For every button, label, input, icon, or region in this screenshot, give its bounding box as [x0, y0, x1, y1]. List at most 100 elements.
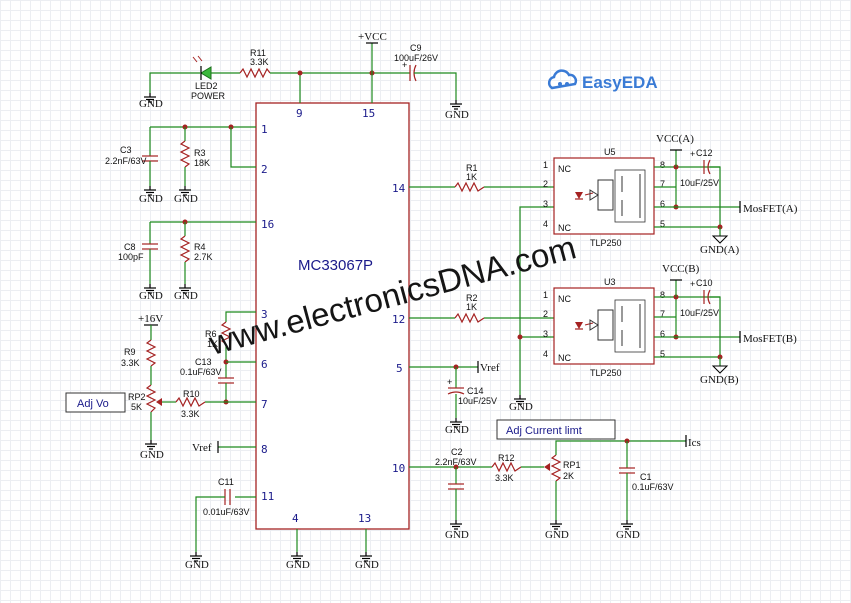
mosfet-a-label: MosFET(A) [743, 203, 798, 215]
schematic-rect [553, 157, 655, 235]
schematic-path [547, 69, 578, 90]
label-components-u5-value: TLP250 [590, 238, 622, 248]
schematic-polyline [149, 72, 200, 93]
schematic-use [549, 519, 563, 530]
label-components-r1-ref: R1 [466, 163, 478, 173]
schematic-polyline [555, 440, 686, 455]
label-opto_pins-numbers-6: 7 [660, 309, 665, 319]
label-components-r4-ref: R4 [194, 242, 206, 252]
label-components-r3-value: 18K [194, 158, 210, 168]
label-power-vref: Vref [480, 362, 500, 374]
schematic-circle [297, 70, 303, 76]
label-components-c11-ref: C11 [218, 477, 234, 487]
label-components-r6-value: 1K [207, 339, 218, 349]
label-components-r10-ref: R10 [183, 389, 200, 399]
schematic-polygon [575, 322, 583, 329]
gnd-label: GND [139, 98, 163, 110]
schematic-polyline [491, 461, 522, 473]
ic-body [255, 102, 410, 530]
pin-1: 1 [261, 123, 268, 136]
gnd-b-label: GND(B) [700, 374, 739, 386]
label-components-u3-ref: U3 [604, 277, 616, 287]
schematic-polygon [711, 235, 729, 244]
label-power-gnd: GND [286, 559, 310, 571]
pin-11: 11 [261, 490, 274, 503]
label-components-led2-ref: LED2 [195, 81, 218, 91]
label-power-gnd: GND [185, 559, 209, 571]
label-components-rp2-ref: RP2 [128, 392, 146, 402]
label-opto_pins-nc: NC [558, 223, 571, 233]
label-components-r6-ref: R6 [205, 329, 217, 339]
label-components-c12-value: 10uF/25V [680, 178, 719, 188]
schematic-line [192, 56, 198, 63]
pin-4: 4 [292, 512, 299, 525]
label-opto_pins-numbers-5: 6 [660, 329, 665, 339]
label-components-c2-ref: C2 [451, 447, 463, 457]
label-components-r2-value: 1K [466, 302, 477, 312]
pin-12: 12 [392, 313, 405, 326]
schematic-polyline [710, 166, 721, 227]
label-components-led2-value: POWER [191, 91, 226, 101]
r11-symbol [239, 67, 271, 79]
schematic-polyline [230, 127, 256, 168]
label-opto_pins-nc: NC [558, 164, 571, 174]
label-opto_pins-nc: NC [558, 294, 571, 304]
easyeda-logo: EasyEDA [547, 69, 658, 92]
label-power-gnd: GND [174, 290, 198, 302]
pin-6: 6 [261, 358, 268, 371]
label-opto_pins-numbers-2: 3 [543, 199, 548, 209]
label-power-gnd: GND [139, 193, 163, 205]
label-power-vref: Vref [192, 442, 212, 454]
ic-name: MC33067P [298, 257, 373, 274]
pin-9: 9 [296, 107, 303, 120]
led2-symbol [200, 66, 212, 80]
label-components-c1-ref: C1 [640, 472, 652, 482]
label-opto_pins-numbers-1: 2 [543, 179, 548, 189]
schematic-path [447, 391, 465, 395]
schematic-text: + [447, 377, 452, 387]
label-power-gnd: GND [140, 449, 164, 461]
label-opto_pins-numbers-7: 8 [660, 160, 665, 170]
label-power-gnd: GND [509, 401, 533, 413]
label-components-r12-value: 3.3K [495, 473, 514, 483]
schematic-polygon [575, 192, 583, 199]
label-opto_pins-numbers-6: 7 [660, 179, 665, 189]
schematic-polyline [145, 384, 157, 413]
gnd-a-label: GND(A) [700, 244, 739, 256]
schematic-rect [614, 299, 646, 353]
label-opto_pins-numbers-3: 4 [543, 349, 548, 359]
schematic-polyline [414, 72, 457, 100]
label-components-c8-value: 100pF [118, 252, 144, 262]
label-components-c3-value: 2.2nF/63V [105, 156, 147, 166]
label-opto_pins-numbers-0: 1 [543, 160, 548, 170]
label-components-rp1-ref: RP1 [563, 460, 581, 470]
schematic-polyline [710, 296, 721, 357]
schematic-text: + [402, 60, 407, 70]
label-power-gnd: GND [445, 529, 469, 541]
schematic-rect [614, 169, 646, 223]
label-components-c14-value: 10uF/25V [458, 396, 497, 406]
schematic-polyline [195, 496, 225, 552]
schematic-polyline [179, 235, 191, 263]
schematic-polyline [145, 339, 157, 367]
label-components-c11-value: 0.01uF/63V [203, 507, 250, 517]
pin-10: 10 [392, 462, 405, 475]
pin-13: 13 [358, 512, 371, 525]
pin-7: 7 [261, 398, 268, 411]
schematic-polygon [544, 463, 550, 471]
schematic-polyline [179, 140, 191, 168]
schematic-polyline [519, 206, 554, 395]
schematic-use [620, 519, 634, 530]
label-opto_pins-nc: NC [558, 353, 571, 363]
label-components-r1-value: 1K [466, 172, 477, 182]
label-power-gnd: GND [355, 559, 379, 571]
label-power-gnd: GND [445, 109, 469, 121]
schematic-polyline [454, 312, 485, 324]
schematic-polygon [589, 189, 599, 201]
schematic-rect [553, 287, 655, 365]
pin-8: 8 [261, 443, 268, 456]
label-power-gnd: GND [174, 193, 198, 205]
label-components-r9-ref: R9 [124, 347, 136, 357]
schematic-use [449, 99, 463, 110]
schematic-text: + [690, 149, 695, 159]
